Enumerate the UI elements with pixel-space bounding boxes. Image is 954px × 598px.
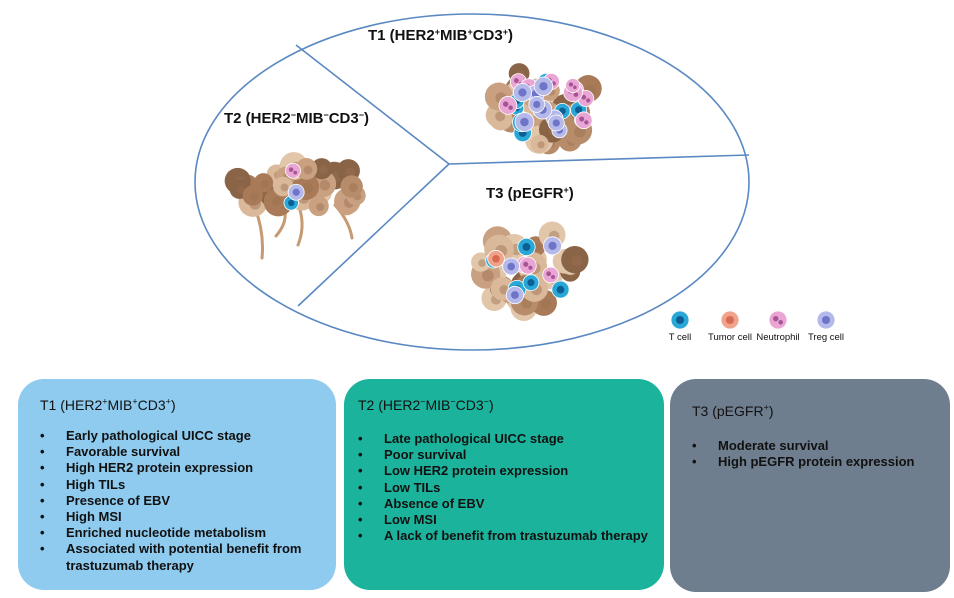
tumor-subtype-diagram: T1 (HER2+MIB+CD3+) T2 (HER2−MIB−CD3−) T3… xyxy=(194,13,844,351)
legend-label: T cell xyxy=(669,332,692,343)
t1-box-title: T1 (HER2+MIB+CD3+) xyxy=(40,396,176,413)
feature-item: Moderate survival xyxy=(692,438,934,454)
subtype-ellipse xyxy=(194,13,750,351)
legend-label: Neutrophil xyxy=(756,332,799,343)
cell-icon xyxy=(543,236,562,256)
divider-line-lower xyxy=(297,163,450,307)
cell-icon xyxy=(574,111,593,130)
cell-icon xyxy=(517,237,536,257)
region-label-t3: T3 (pEGFR+) xyxy=(486,185,574,202)
feature-item: Low TILs xyxy=(358,480,648,496)
feature-item: Absence of EBV xyxy=(358,496,648,512)
feature-item: Early pathological UICC stage xyxy=(40,428,320,444)
cell-icon xyxy=(519,256,537,275)
feature-item: Favorable survival xyxy=(40,444,320,460)
cell-icon xyxy=(285,162,301,179)
feature-item: High MSI xyxy=(40,509,320,525)
region-label-t1: T1 (HER2+MIB+CD3+) xyxy=(368,27,513,44)
cell-icon xyxy=(487,250,505,268)
cell-icon xyxy=(542,266,559,284)
legend-label: Treg cell xyxy=(808,332,844,343)
legend-item: Tumor cell xyxy=(708,310,752,343)
cell-icon xyxy=(720,310,740,330)
t2-feature-list: Late pathological UICC stagePoor surviva… xyxy=(358,431,648,545)
cell-icon xyxy=(816,310,836,330)
tumor-mass-blob xyxy=(308,195,329,217)
cell-icon xyxy=(514,112,535,132)
cell-icon xyxy=(547,114,565,132)
tumor-mass-blob xyxy=(530,134,549,153)
feature-item: A lack of benefit from trastuzumab thera… xyxy=(358,528,648,544)
feature-item: High TILs xyxy=(40,477,320,493)
cell-icon xyxy=(505,285,525,305)
feature-item: High HER2 protein expression xyxy=(40,460,320,476)
tumor-mass-blob xyxy=(340,175,363,198)
divider-line-upper xyxy=(295,44,450,165)
cell-icon xyxy=(528,96,546,113)
divider-line-right xyxy=(448,154,750,165)
legend-label: Tumor cell xyxy=(708,332,752,343)
feature-item: Low MSI xyxy=(358,512,648,528)
feature-item: Poor survival xyxy=(358,447,648,463)
feature-item: High pEGFR protein expression xyxy=(692,454,934,470)
t2-summary-box: T2 (HER2−MIB−CD3−) Late pathological UIC… xyxy=(344,379,664,590)
t3-box-title: T3 (pEGFR+) xyxy=(692,402,774,419)
cell-icon xyxy=(670,310,690,330)
t3-summary-box: T3 (pEGFR+) Moderate survivalHigh pEGFR … xyxy=(670,379,950,592)
cell-icon xyxy=(287,183,305,201)
t3-tumor-cluster-illustration xyxy=(471,221,589,322)
feature-item: Late pathological UICC stage xyxy=(358,431,648,447)
cell-icon xyxy=(551,280,570,299)
t1-summary-box: T1 (HER2+MIB+CD3+) Early pathological UI… xyxy=(18,379,336,590)
cell-icon xyxy=(533,76,554,96)
cell-icon xyxy=(522,274,540,292)
cell-icon xyxy=(565,78,581,94)
cell-legend: T cell Tumor cell Neutrophil Treg cell xyxy=(669,310,844,343)
feature-item: Low HER2 protein expression xyxy=(358,463,648,479)
cell-icon xyxy=(502,257,521,276)
legend-item: Treg cell xyxy=(808,310,844,343)
tumor-mass-blob xyxy=(295,158,318,180)
tumor-mass-blob xyxy=(242,185,263,206)
legend-item: T cell xyxy=(669,310,692,343)
cell-icon xyxy=(512,83,532,102)
region-label-t2: T2 (HER2−MIB−CD3−) xyxy=(224,110,369,127)
feature-item: Enriched nucleotide metabolism xyxy=(40,525,320,541)
t1-tumor-cluster-illustration xyxy=(484,63,602,155)
tumor-mass-blob xyxy=(311,158,333,180)
t3-feature-list: Moderate survivalHigh pEGFR protein expr… xyxy=(692,438,934,471)
stroma-strand xyxy=(296,208,304,247)
t1-feature-list: Early pathological UICC stageFavorable s… xyxy=(40,428,320,574)
t2-tumor-cluster-illustration xyxy=(224,152,366,260)
cell-icon xyxy=(768,310,788,330)
feature-item: Associated with potential benefit from t… xyxy=(40,541,320,573)
feature-item: Presence of EBV xyxy=(40,493,320,509)
tumor-mass-blob xyxy=(471,252,491,272)
tumor-mass-blob xyxy=(561,245,589,274)
cell-icon xyxy=(498,96,518,115)
t2-box-title: T2 (HER2−MIB−CD3−) xyxy=(358,396,494,413)
legend-item: Neutrophil xyxy=(756,310,800,343)
